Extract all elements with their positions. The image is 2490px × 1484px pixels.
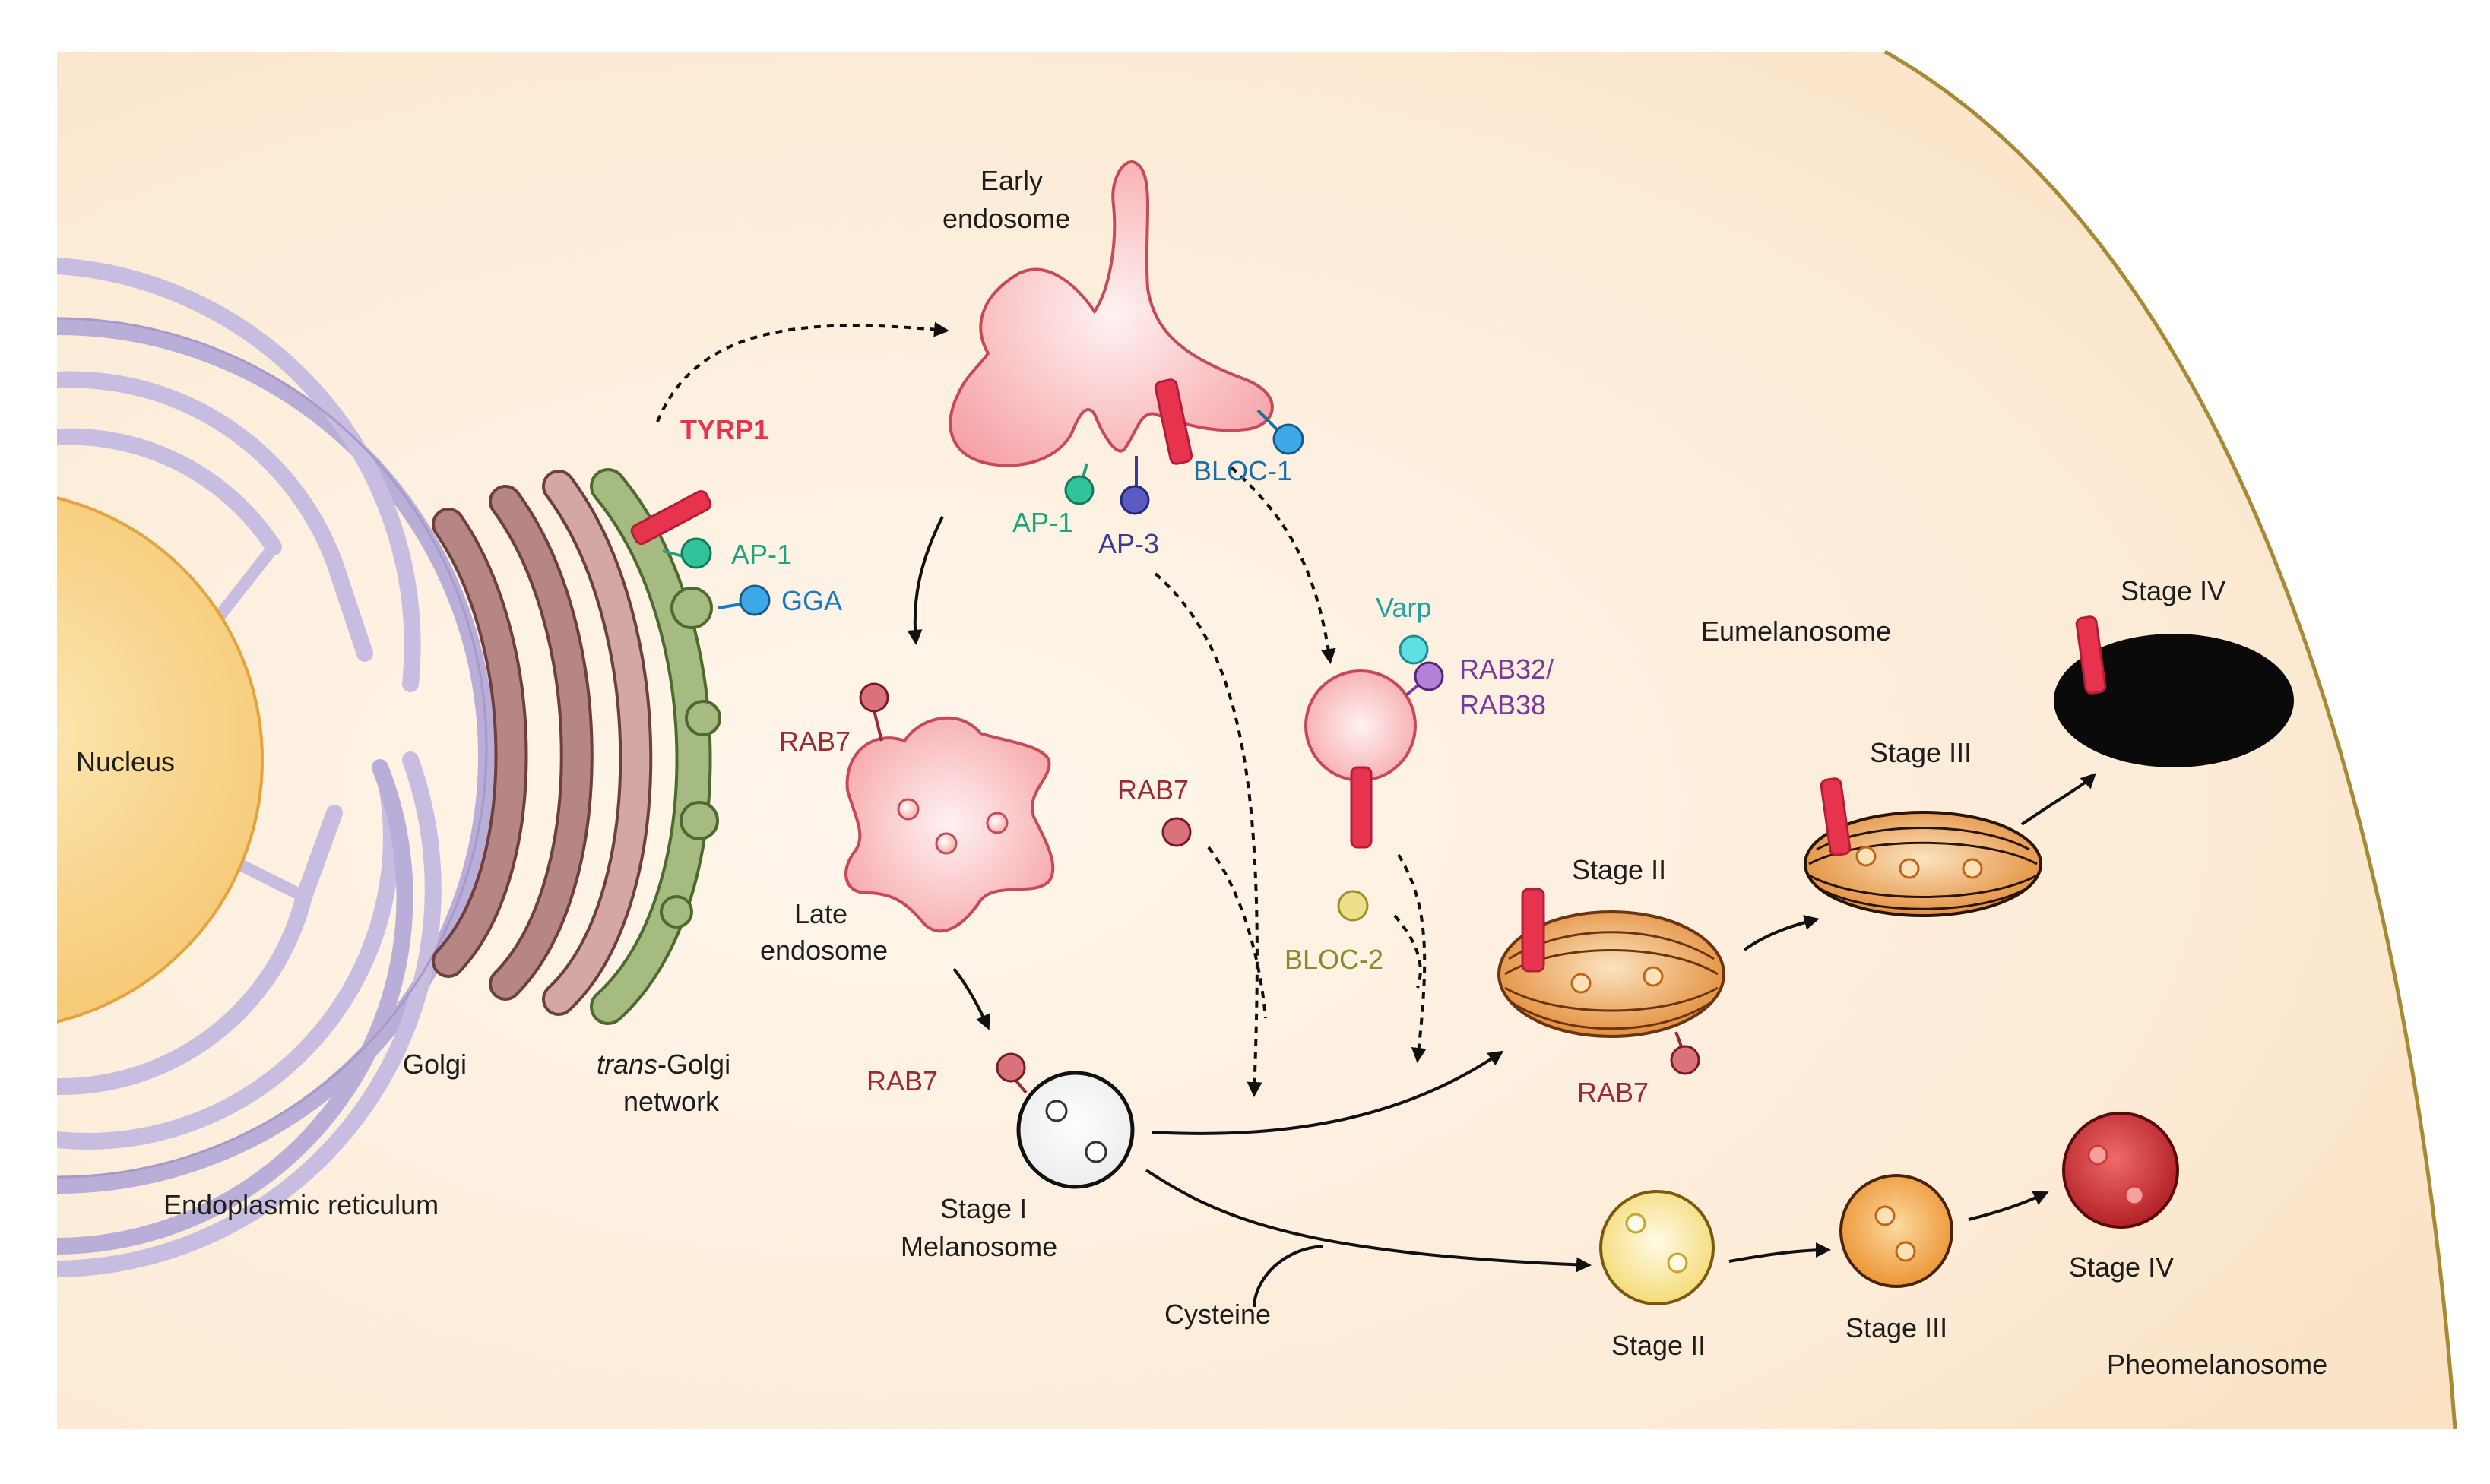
tyrp1-protein-stage-3	[1820, 777, 1852, 856]
rab32-rab38-protein	[1405, 661, 1444, 697]
tyrp1-protein-vesicle	[1350, 766, 1373, 849]
pathway-arrows	[656, 321, 2096, 1308]
pheomelanosome-stage-2-label: Stage II	[1611, 1330, 1706, 1361]
eumelanosome-stage-2-label: Stage II	[1572, 854, 1666, 885]
bloc2-label: BLOC-2	[1285, 944, 1383, 975]
pheomelanosome-stage-3-label: Stage III	[1845, 1312, 1947, 1343]
bloc1-label: BLOC-1	[1193, 455, 1292, 486]
rab7-late-endosome	[859, 682, 889, 742]
eumelanosome-stage-3	[1804, 811, 2042, 917]
eumelanosome-stage-4-label: Stage IV	[2121, 575, 2225, 606]
rab7-stage-1	[996, 1052, 1028, 1094]
eumelanosome-stage-3-label: Stage III	[1870, 737, 1972, 768]
gga-label: GGA	[781, 585, 842, 616]
tyrp1-protein-stage-2	[1521, 888, 1545, 973]
trans-golgi-network	[590, 468, 721, 1025]
cell-membrane	[1883, 49, 2457, 1429]
tgn-label-line2: network	[623, 1086, 720, 1117]
tyrp1-label: TYRP1	[680, 414, 768, 445]
cell-cytoplasm	[57, 49, 2457, 1429]
tyrp1-protein-tgn	[630, 490, 712, 545]
rab32-vesicle	[1304, 669, 1417, 782]
ap3-label: AP-3	[1098, 528, 1159, 559]
ap1-adaptor-early-endosome	[1064, 463, 1095, 505]
tgn-label-italic: trans	[597, 1049, 657, 1080]
rab7-late-endosome-label: RAB7	[779, 726, 851, 757]
ap1-tgn-label: AP-1	[731, 539, 792, 570]
gga-adaptor	[718, 584, 771, 616]
pheomelanosome-label: Pheomelanosome	[2107, 1349, 2327, 1380]
nucleus-label: Nucleus	[76, 746, 175, 777]
late-endosome-label-1: Late	[794, 898, 847, 929]
eumelanosome-stage-2	[1497, 910, 1725, 1038]
varp-label: Varp	[1376, 592, 1431, 623]
rab7-free	[1161, 817, 1192, 847]
golgi-apparatus	[432, 470, 653, 1016]
ap3-adaptor	[1120, 456, 1150, 515]
nucleus	[57, 489, 264, 1031]
late-endosome-label-2: endosome	[760, 935, 888, 966]
rab32-label-1: RAB32/	[1459, 653, 1554, 685]
ap1-early-endosome-label: AP-1	[1012, 507, 1073, 538]
early-endosome-label-2: endosome	[942, 203, 1070, 234]
eumelanosome-label: Eumelanosome	[1701, 615, 1891, 647]
er-label: Endoplasmic reticulum	[163, 1189, 439, 1220]
stage-1-label-2: Melanosome	[901, 1231, 1057, 1262]
eumelanosome-stage-4	[2054, 634, 2294, 767]
cysteine-label: Cysteine	[1164, 1299, 1271, 1330]
stage-1-label-1: Stage I	[940, 1193, 1027, 1224]
pheomelanosome-stage-3	[1839, 1174, 1953, 1288]
tgn-label-rest: -Golgi	[657, 1049, 730, 1080]
late-endosome	[844, 716, 1055, 933]
pheomelanosome-stage-2	[1599, 1190, 1715, 1305]
stage-1-melanosome	[1016, 1071, 1135, 1189]
rab32-label-2: RAB38	[1459, 689, 1546, 720]
early-endosome-label-1: Early	[980, 165, 1043, 196]
rab7-stage-1-label: RAB7	[866, 1065, 938, 1096]
tyrp1-protein-early-endosome	[1154, 378, 1193, 465]
rab7-eumelanosome-label: RAB7	[1577, 1077, 1649, 1108]
golgi-label: Golgi	[403, 1049, 467, 1080]
varp-protein	[1399, 634, 1429, 665]
pheomelanosome-stage-4	[2062, 1112, 2179, 1229]
early-endosome	[949, 160, 1274, 467]
tyrp1-protein-stage-4	[2075, 615, 2107, 695]
bloc1-adaptor	[1256, 409, 1304, 455]
tgn-label-line1: trans-Golgi	[597, 1049, 730, 1080]
pheomelanosome-stage-4-label: Stage IV	[2069, 1251, 2174, 1283]
bloc2-protein	[1337, 890, 1369, 922]
rab7-free-label: RAB7	[1117, 774, 1189, 805]
rab7-eumelanosome	[1670, 1031, 1700, 1075]
ap1-adaptor-tgn	[662, 537, 712, 569]
